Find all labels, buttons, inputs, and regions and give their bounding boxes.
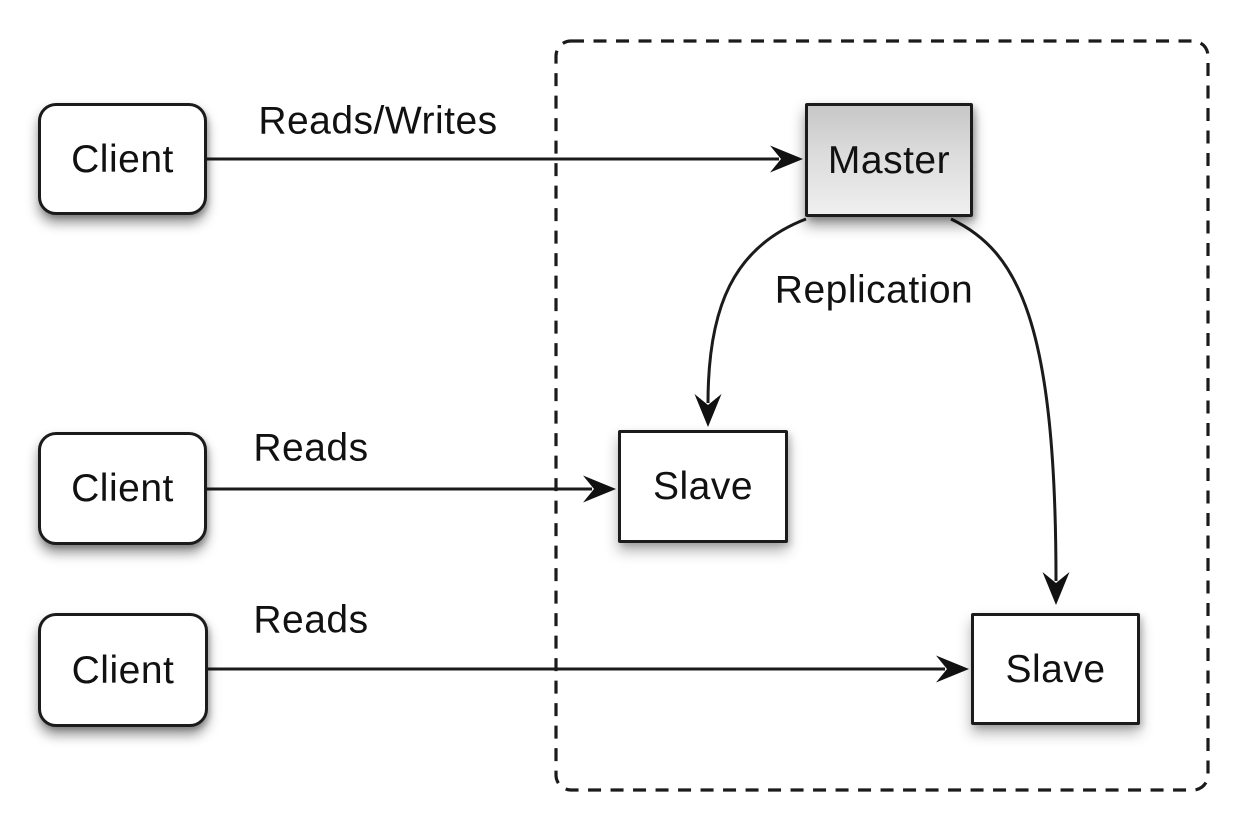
- edge-label-reads-writes: Reads/Writes: [258, 99, 498, 143]
- edge-label-reads-client2: Reads: [253, 426, 369, 470]
- node-client-3: Client: [38, 613, 208, 727]
- client-3-label: Client: [71, 648, 175, 692]
- arrowhead-client1-to-master: [770, 145, 803, 173]
- edge-label-reads-client3: Reads: [253, 598, 369, 642]
- arrowhead-master-to-slave1: [694, 394, 722, 427]
- arrowhead-master-to-slave2: [1042, 572, 1070, 605]
- edge-label-replication: Replication: [774, 268, 974, 312]
- node-client-2: Client: [38, 432, 207, 545]
- node-client-1: Client: [38, 103, 207, 215]
- node-master: Master: [805, 103, 973, 217]
- node-slave-2: Slave: [971, 613, 1140, 725]
- node-slave-1: Slave: [618, 430, 788, 543]
- arrow-line-master-to-slave1: [706, 217, 807, 404]
- client-1-label: Client: [71, 137, 174, 181]
- arrowhead-client2-to-slave1: [583, 475, 616, 503]
- arrow-line-master-to-slave2: [950, 217, 1058, 582]
- replication-cluster-boundary: [554, 39, 1210, 792]
- slave-1-label: Slave: [652, 465, 754, 508]
- slave-2-label: Slave: [1005, 647, 1106, 691]
- arrowhead-client3-to-slave2: [936, 655, 969, 683]
- master-label: Master: [827, 138, 951, 182]
- client-2-label: Client: [71, 467, 174, 510]
